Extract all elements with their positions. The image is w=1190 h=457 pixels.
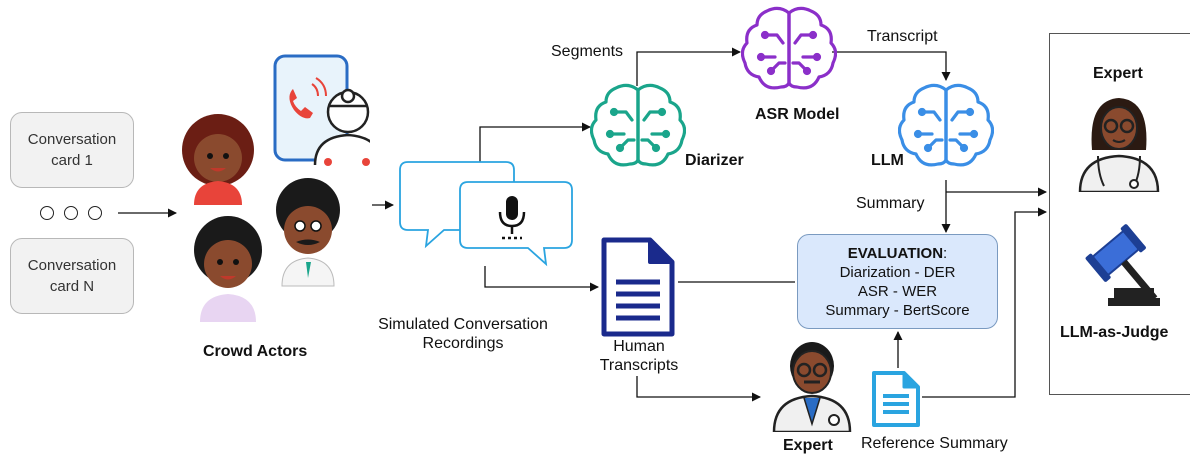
crowd-actors-illustration — [182, 54, 370, 322]
card-n-line1: Conversation — [27, 257, 117, 274]
human-transcripts-line1: Human — [613, 338, 665, 355]
evaluation-row-summary: Summary - BertScore — [825, 302, 970, 319]
arrow-transcripts-to-expert — [636, 376, 761, 402]
brain-circuit-icon — [590, 83, 686, 167]
ellipsis-dot-3 — [88, 206, 102, 220]
judges-panel — [1049, 33, 1190, 395]
llm-as-judge-label: LLM-as-Judge — [1060, 324, 1169, 341]
arrow-recordings-to-diarizer — [479, 122, 591, 162]
card-n-line2: card N — [49, 278, 95, 295]
person-icon — [182, 114, 254, 205]
human-transcripts-label: Human Transcripts — [585, 337, 693, 375]
asr-model-label: ASR Model — [755, 106, 840, 123]
microphone-icon — [498, 196, 526, 240]
brain-circuit-icon — [741, 6, 837, 90]
evaluation-row-asr: ASR - WER — [857, 283, 938, 300]
card-1-line1: Conversation — [27, 131, 117, 148]
document-icon — [872, 371, 920, 427]
person-icon — [194, 216, 262, 322]
arrow-diarizer-to-asr — [636, 47, 741, 86]
arrow-asr-to-llm — [832, 51, 951, 81]
evaluation-title-colon: : — [943, 245, 948, 262]
phone-doctor-icon — [273, 54, 370, 166]
arrow-recordings-to-transcripts — [484, 266, 599, 292]
person-icon — [772, 342, 852, 432]
summary-label: Summary — [856, 195, 925, 212]
conversation-card-n: Conversation card N — [10, 238, 134, 314]
person-icon — [276, 178, 340, 287]
ellipsis-dot-2 — [64, 206, 78, 220]
judge-expert-label: Expert — [1093, 65, 1143, 82]
llm-label: LLM — [871, 152, 904, 169]
transcript-label: Transcript — [867, 28, 938, 45]
expert-bottom-label: Expert — [783, 437, 833, 454]
arrow-reference-to-judges — [922, 207, 1047, 398]
evaluation-title: EVALUATION: — [798, 244, 997, 263]
recordings-label: Simulated Conversation Recordings — [362, 315, 564, 353]
card-1-line2: card 1 — [51, 152, 93, 169]
segments-label: Segments — [551, 43, 624, 60]
ellipsis-dot-1 — [40, 206, 54, 220]
diarizer-label: Diarizer — [685, 152, 744, 169]
recordings-label-line2: Recordings — [422, 335, 504, 352]
recordings-label-line1: Simulated Conversation — [378, 316, 548, 333]
reference-summary-label: Reference Summary — [861, 435, 1008, 452]
chat-bubbles-icon — [399, 161, 573, 267]
document-icon — [601, 237, 675, 337]
gavel-icon — [1085, 224, 1160, 306]
evaluation-box: EVALUATION: Diarization - DER ASR - WER … — [797, 234, 998, 329]
human-transcripts-line2: Transcripts — [599, 357, 679, 374]
crowd-actors-label: Crowd Actors — [203, 343, 308, 360]
evaluation-title-text: EVALUATION — [847, 245, 944, 262]
brain-circuit-icon — [898, 83, 994, 167]
conversation-card-1: Conversation card 1 — [10, 112, 134, 188]
evaluation-row-diarization: Diarization - DER — [839, 264, 956, 281]
person-icon — [1078, 98, 1160, 192]
